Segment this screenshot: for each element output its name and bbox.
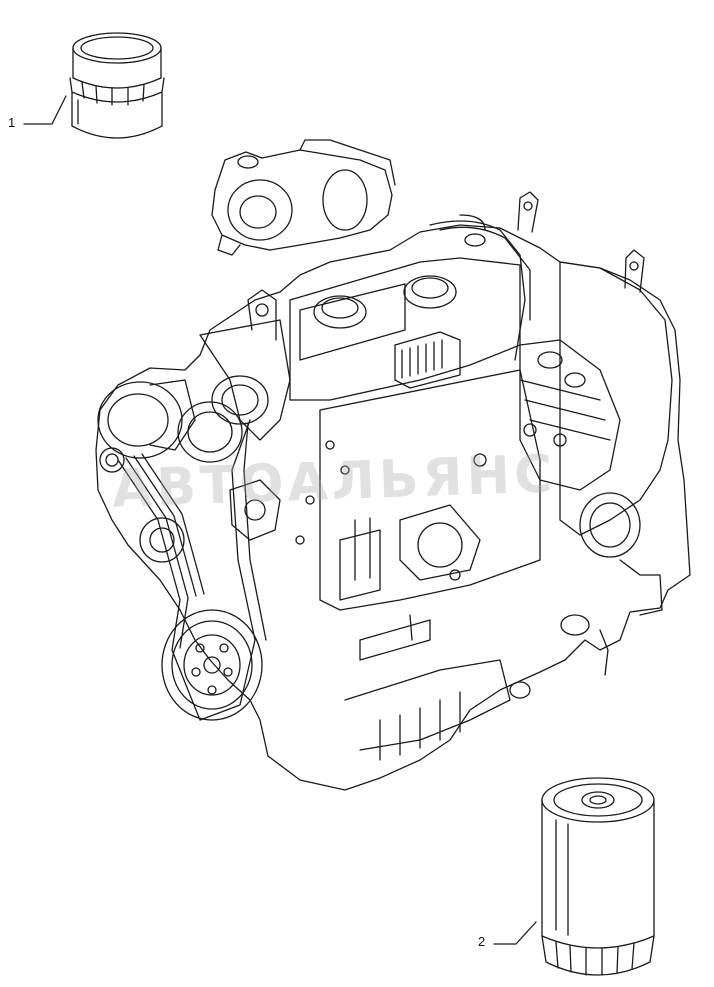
engine-assembly [95, 139, 691, 791]
callout-1-label: 1 [8, 115, 16, 130]
callout-1-leader [23, 95, 67, 125]
callout-2-leader [493, 921, 537, 945]
large-filter [541, 777, 655, 976]
callout-2-label: 2 [478, 934, 486, 949]
small-filter [69, 32, 165, 139]
